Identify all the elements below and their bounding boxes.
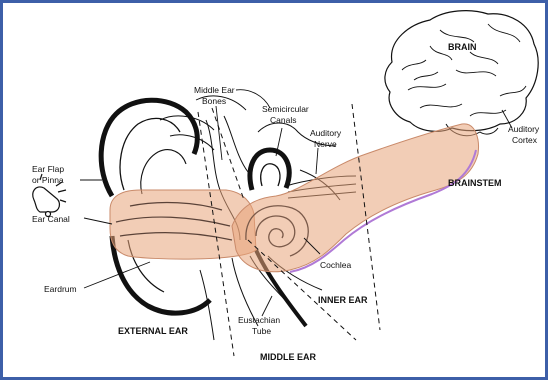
label-cochlea: Cochlea (320, 260, 351, 270)
label-brain: BRAIN (448, 42, 477, 52)
label-middle-ear-bones-line1: Middle Ear (194, 85, 235, 95)
label-middle-ear-bones-line2: Bones (202, 96, 226, 106)
label-ear-canal: Ear Canal (32, 214, 70, 224)
sound-pathway-overlay (110, 124, 478, 272)
label-eustachian-tube-line1: Eustachian (238, 315, 280, 325)
label-middle-ear: MIDDLE EAR (260, 352, 317, 362)
label-auditory-nerve-line1: Auditory (310, 128, 342, 138)
label-external-ear: EXTERNAL EAR (118, 326, 188, 336)
label-auditory-cortex-line1: Auditory (508, 124, 540, 134)
label-eardrum: Eardrum (44, 284, 77, 294)
label-eustachian-tube-line2: Tube (252, 326, 271, 336)
brain-drawing (385, 11, 538, 136)
label-auditory-cortex-line2: Cortex (512, 135, 538, 145)
label-semicircular-canals-line2: Canals (270, 115, 296, 125)
label-auditory-nerve-line2: Nerve (314, 139, 337, 149)
label-inner-ear: INNER EAR (318, 295, 368, 305)
label-brainstem: BRAINSTEM (448, 178, 502, 188)
label-ear-flap-line1: Ear Flap (32, 164, 64, 174)
label-semicircular-canals-line1: Semicircular (262, 104, 309, 114)
semicircular-canals-drawing (250, 150, 289, 190)
label-ear-flap-line2: or Pinna (32, 175, 64, 185)
